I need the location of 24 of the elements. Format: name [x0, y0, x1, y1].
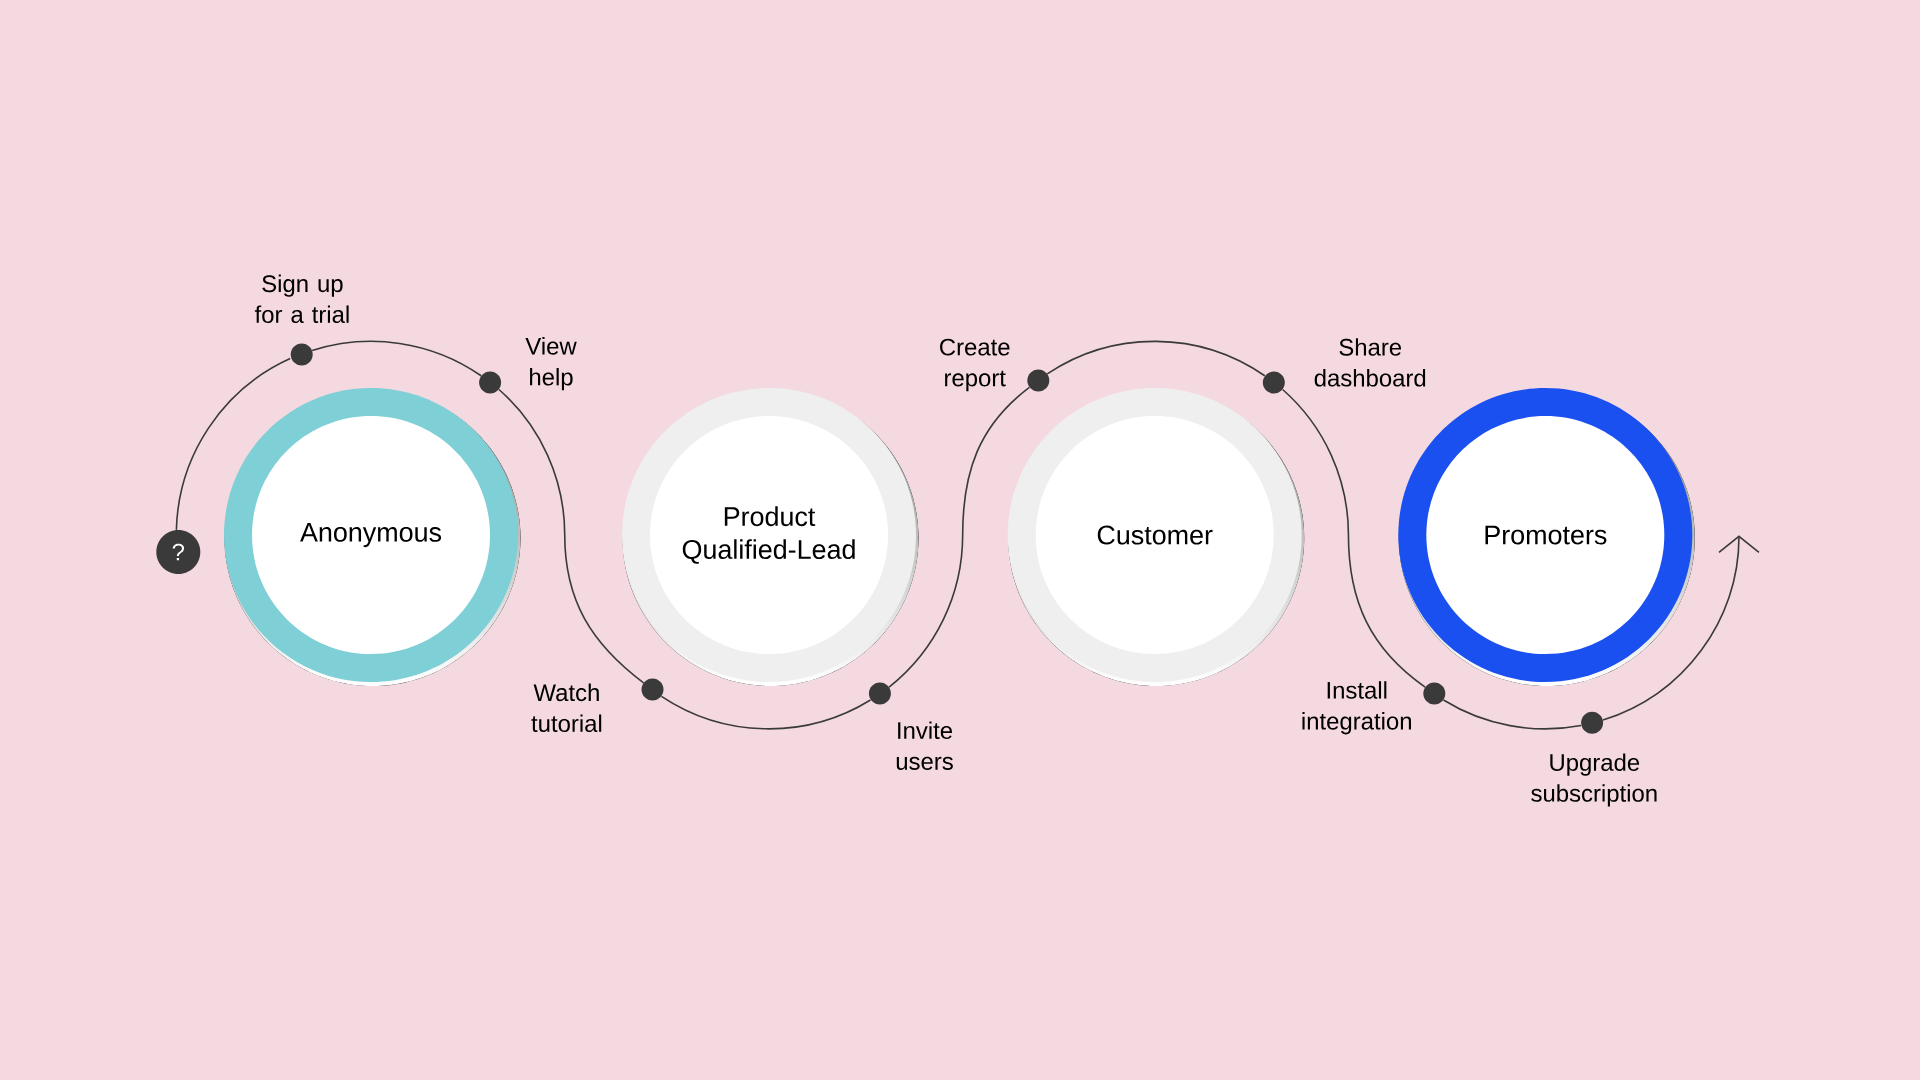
journey-line	[1442, 699, 1582, 730]
milestone-label: Upgrade subscription	[1531, 753, 1657, 807]
milestone-dot	[290, 343, 313, 366]
milestone-dot	[1423, 682, 1446, 705]
milestone-label: Sign up for a trial	[254, 274, 349, 323]
milestone-dot	[868, 682, 891, 705]
journey-line	[1281, 388, 1426, 688]
journey-line	[1046, 340, 1266, 377]
milestone-dot	[1027, 369, 1050, 392]
milestone-label: Invite users	[896, 721, 953, 770]
milestone-dot	[1262, 371, 1285, 394]
milestone-dot	[479, 371, 502, 394]
milestone-label: Watch tutorial	[531, 683, 602, 732]
milestone-label: Create report	[940, 338, 1010, 392]
journey-line	[498, 388, 645, 684]
journey-line	[1602, 535, 1760, 721]
journey-line	[888, 386, 1031, 688]
journey-line	[311, 340, 482, 377]
journey-line	[175, 357, 291, 531]
milestone-dot	[1581, 711, 1604, 734]
milestone-dot	[641, 678, 664, 701]
milestone-label: View help	[525, 337, 577, 391]
journey-line	[660, 695, 872, 730]
milestone-label: Share dashboard	[1314, 338, 1426, 387]
